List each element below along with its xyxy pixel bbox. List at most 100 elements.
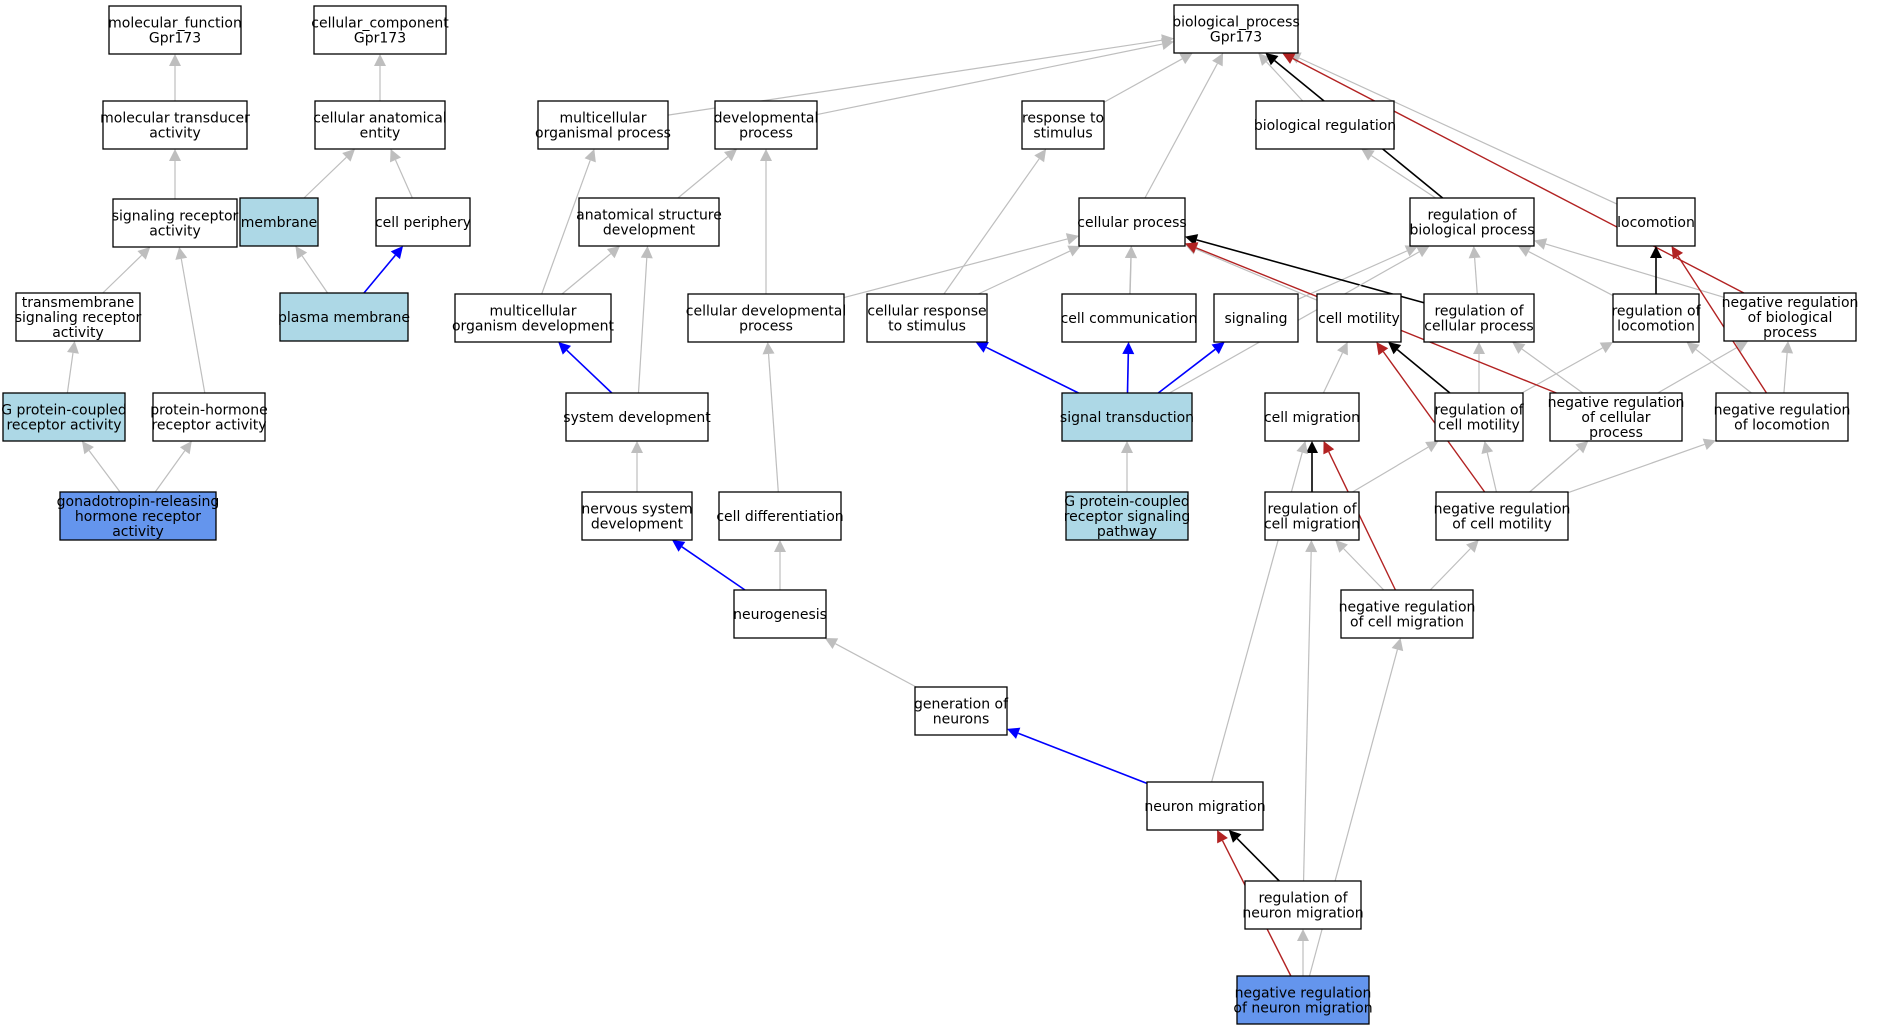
node-box[interactable] [1409, 197, 1535, 247]
node-box[interactable] [718, 491, 842, 541]
node-membrane[interactable]: membrane [239, 197, 319, 247]
node-box[interactable] [279, 292, 409, 342]
node-box[interactable] [454, 293, 612, 343]
node-box[interactable] [1146, 781, 1264, 831]
node-signal-transduction[interactable]: signal transduction [1060, 392, 1194, 442]
node-box[interactable] [314, 100, 446, 150]
node-cell-differentiation[interactable]: cell differentiation [716, 491, 844, 541]
node-box[interactable] [1435, 491, 1569, 541]
node-box[interactable] [1078, 197, 1186, 247]
node-plasma-membrane[interactable]: plasma membrane [278, 292, 410, 342]
node-box[interactable] [1244, 880, 1362, 930]
node-box[interactable] [59, 491, 217, 541]
node-box[interactable] [1723, 292, 1857, 342]
node-box[interactable] [914, 686, 1008, 736]
node-box[interactable] [1264, 392, 1360, 442]
node-box[interactable] [152, 392, 266, 442]
node-box[interactable] [1173, 4, 1299, 54]
edge-arrowhead [295, 246, 308, 260]
node-neurogenesis[interactable]: neurogenesis [733, 589, 827, 639]
node-box[interactable] [102, 100, 248, 150]
node-box[interactable] [1340, 589, 1474, 639]
node-box[interactable] [581, 491, 693, 541]
node-box[interactable] [565, 392, 709, 442]
edge-biological_regulation-to-biological_process [1258, 53, 1304, 102]
node-box[interactable] [714, 100, 818, 150]
node-box[interactable] [375, 197, 471, 247]
node-system-development[interactable]: system development [563, 392, 711, 442]
node-biological-regulation[interactable]: biological regulation [1254, 100, 1396, 150]
node-box[interactable] [578, 197, 720, 247]
node-box[interactable] [108, 5, 242, 55]
node-cell-communication[interactable]: cell communication [1061, 293, 1198, 343]
node-box[interactable] [866, 293, 988, 343]
node-box[interactable] [1549, 392, 1683, 442]
node-box[interactable] [15, 292, 141, 342]
node-box[interactable] [1021, 100, 1105, 150]
node-cell-motility[interactable]: cell motility [1316, 293, 1402, 343]
node-box[interactable] [1715, 392, 1849, 442]
node-cellular-process[interactable]: cellular process [1077, 197, 1187, 247]
node-cell-periphery[interactable]: cell periphery [375, 197, 471, 247]
node-box[interactable] [2, 392, 126, 442]
node-box[interactable] [1316, 293, 1402, 343]
node-box[interactable] [239, 197, 319, 247]
node-signaling[interactable]: signaling [1213, 293, 1299, 343]
node-box[interactable] [313, 5, 447, 55]
node-box[interactable] [1065, 491, 1189, 541]
node-box[interactable] [1061, 293, 1197, 343]
node-locomotion[interactable]: locomotion [1616, 197, 1696, 247]
node-cell-migration[interactable]: cell migration [1264, 392, 1360, 442]
node-box[interactable] [1061, 392, 1193, 442]
edge-negative_regulation_of_cell_motility-to-negative_regulation_of_locomotion [1567, 438, 1716, 494]
node-box[interactable] [112, 198, 238, 248]
node-box[interactable] [1434, 392, 1524, 442]
node-box[interactable] [1423, 293, 1535, 343]
edge-arrowhead [975, 341, 989, 353]
node-box[interactable] [687, 293, 845, 343]
node-box[interactable] [1616, 197, 1696, 247]
node-box[interactable] [537, 100, 669, 150]
node-box[interactable] [733, 589, 827, 639]
node-box[interactable] [1264, 491, 1360, 541]
node-box[interactable] [1612, 293, 1700, 343]
edge-arrowhead [342, 149, 356, 162]
node-box[interactable] [1236, 975, 1370, 1025]
node-label: cellular process [1424, 319, 1533, 335]
node-neuron-migration[interactable]: neuron migration [1144, 781, 1266, 831]
node-box[interactable] [1255, 100, 1395, 150]
node-box[interactable] [1213, 293, 1299, 343]
